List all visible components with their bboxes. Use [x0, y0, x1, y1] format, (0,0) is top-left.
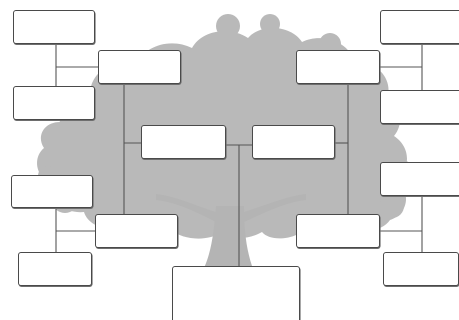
chart-title — [118, 0, 358, 10]
great-grandparent-box-right-3[interactable] — [380, 162, 459, 196]
root-box[interactable] — [172, 266, 300, 320]
grandparent-box-left-upper[interactable] — [98, 50, 181, 84]
great-grandparent-box-right-1[interactable] — [380, 10, 459, 44]
great-grandparent-box-left-1[interactable] — [13, 10, 95, 44]
great-grandparent-box-left-3[interactable] — [11, 175, 93, 208]
great-grandparent-box-left-4[interactable] — [18, 252, 92, 286]
grandparent-box-right-upper[interactable] — [296, 50, 380, 84]
great-grandparent-box-right-4[interactable] — [383, 252, 459, 286]
great-grandparent-box-left-2[interactable] — [13, 86, 95, 120]
grandparent-box-right-lower[interactable] — [296, 214, 380, 248]
parent-box-left[interactable] — [141, 125, 226, 159]
grandparent-box-left-lower[interactable] — [95, 214, 178, 248]
parent-box-right[interactable] — [252, 125, 335, 159]
great-grandparent-box-right-2[interactable] — [380, 90, 459, 124]
